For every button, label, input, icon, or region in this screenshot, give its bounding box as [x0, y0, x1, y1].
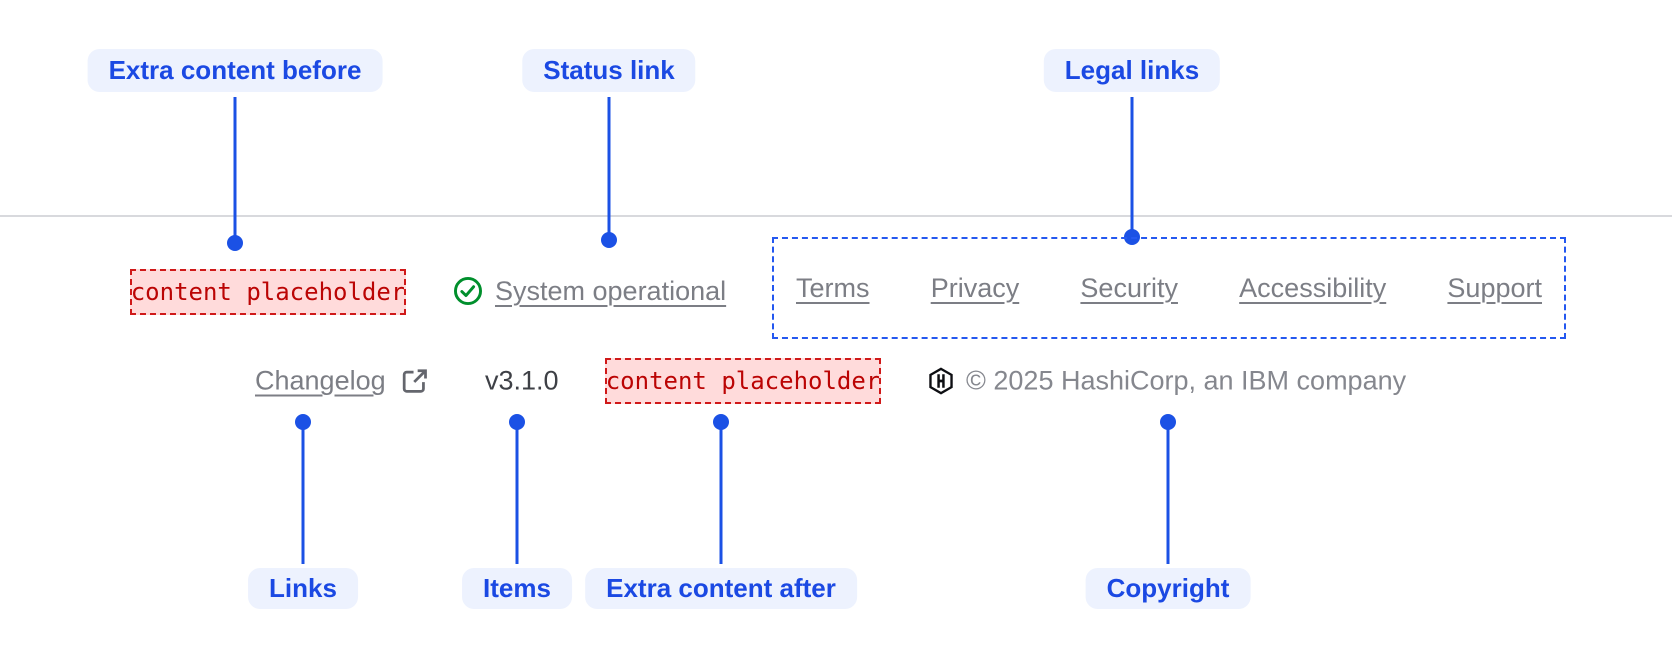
annotation-dot-links	[295, 414, 311, 430]
footer-top-border	[0, 215, 1672, 217]
annotation-dot-extra-content-after	[713, 414, 729, 430]
annotation-line-extra-content-before	[233, 97, 237, 236]
annotation-line-items	[515, 429, 519, 564]
annotation-dot-items	[509, 414, 525, 430]
annotation-line-extra-content-after	[719, 429, 723, 564]
hashicorp-logo-icon	[929, 367, 953, 395]
changelog-link[interactable]: Changelog	[255, 365, 431, 398]
annotation-label-status-link: Status link	[522, 49, 696, 92]
external-link-icon	[398, 365, 431, 398]
version-item: v3.1.0	[485, 365, 559, 396]
legal-link-security-label: Security	[1080, 272, 1178, 303]
legal-link-privacy[interactable]: Privacy	[931, 273, 1020, 304]
legal-link-terms-label: Terms	[796, 272, 870, 303]
annotation-label-extra-content-before: Extra content before	[87, 49, 383, 92]
status-link-label: System operational	[495, 275, 727, 306]
legal-link-terms[interactable]: Terms	[796, 273, 870, 304]
legal-link-privacy-label: Privacy	[930, 272, 1020, 303]
annotation-line-status-link	[607, 97, 611, 233]
extra-content-after-placeholder: content placeholder	[605, 358, 881, 404]
brand-copyright: © 2025 HashiCorp, an IBM company	[929, 366, 1406, 397]
annotation-dot-extra-content-before	[227, 235, 243, 251]
check-circle-icon	[452, 275, 484, 307]
legal-link-accessibility[interactable]: Accessibility	[1239, 273, 1386, 304]
status-link[interactable]: System operational	[452, 275, 726, 307]
legal-links-container: Terms Privacy Security Accessibility Sup…	[772, 237, 1566, 339]
annotation-label-links: Links	[248, 568, 358, 609]
changelog-link-label: Changelog	[255, 365, 386, 396]
copyright-text: © 2025 HashiCorp, an IBM company	[966, 365, 1407, 396]
annotation-dot-status-link	[601, 232, 617, 248]
annotation-label-items: Items	[462, 568, 572, 609]
annotation-label-copyright: Copyright	[1085, 568, 1251, 609]
annotation-line-copyright	[1166, 429, 1170, 564]
legal-link-accessibility-label: Accessibility	[1239, 272, 1387, 303]
annotation-label-legal-links: Legal links	[1043, 49, 1221, 92]
annotation-line-links	[301, 429, 305, 564]
extra-content-before-placeholder: content placeholder	[130, 269, 406, 315]
annotation-label-extra-content-after: Extra content after	[585, 568, 857, 609]
legal-link-security[interactable]: Security	[1080, 273, 1178, 304]
legal-link-support-label: Support	[1447, 272, 1542, 303]
annotation-dot-copyright	[1160, 414, 1176, 430]
legal-link-support[interactable]: Support	[1447, 273, 1542, 304]
annotation-line-legal-links	[1130, 97, 1134, 230]
